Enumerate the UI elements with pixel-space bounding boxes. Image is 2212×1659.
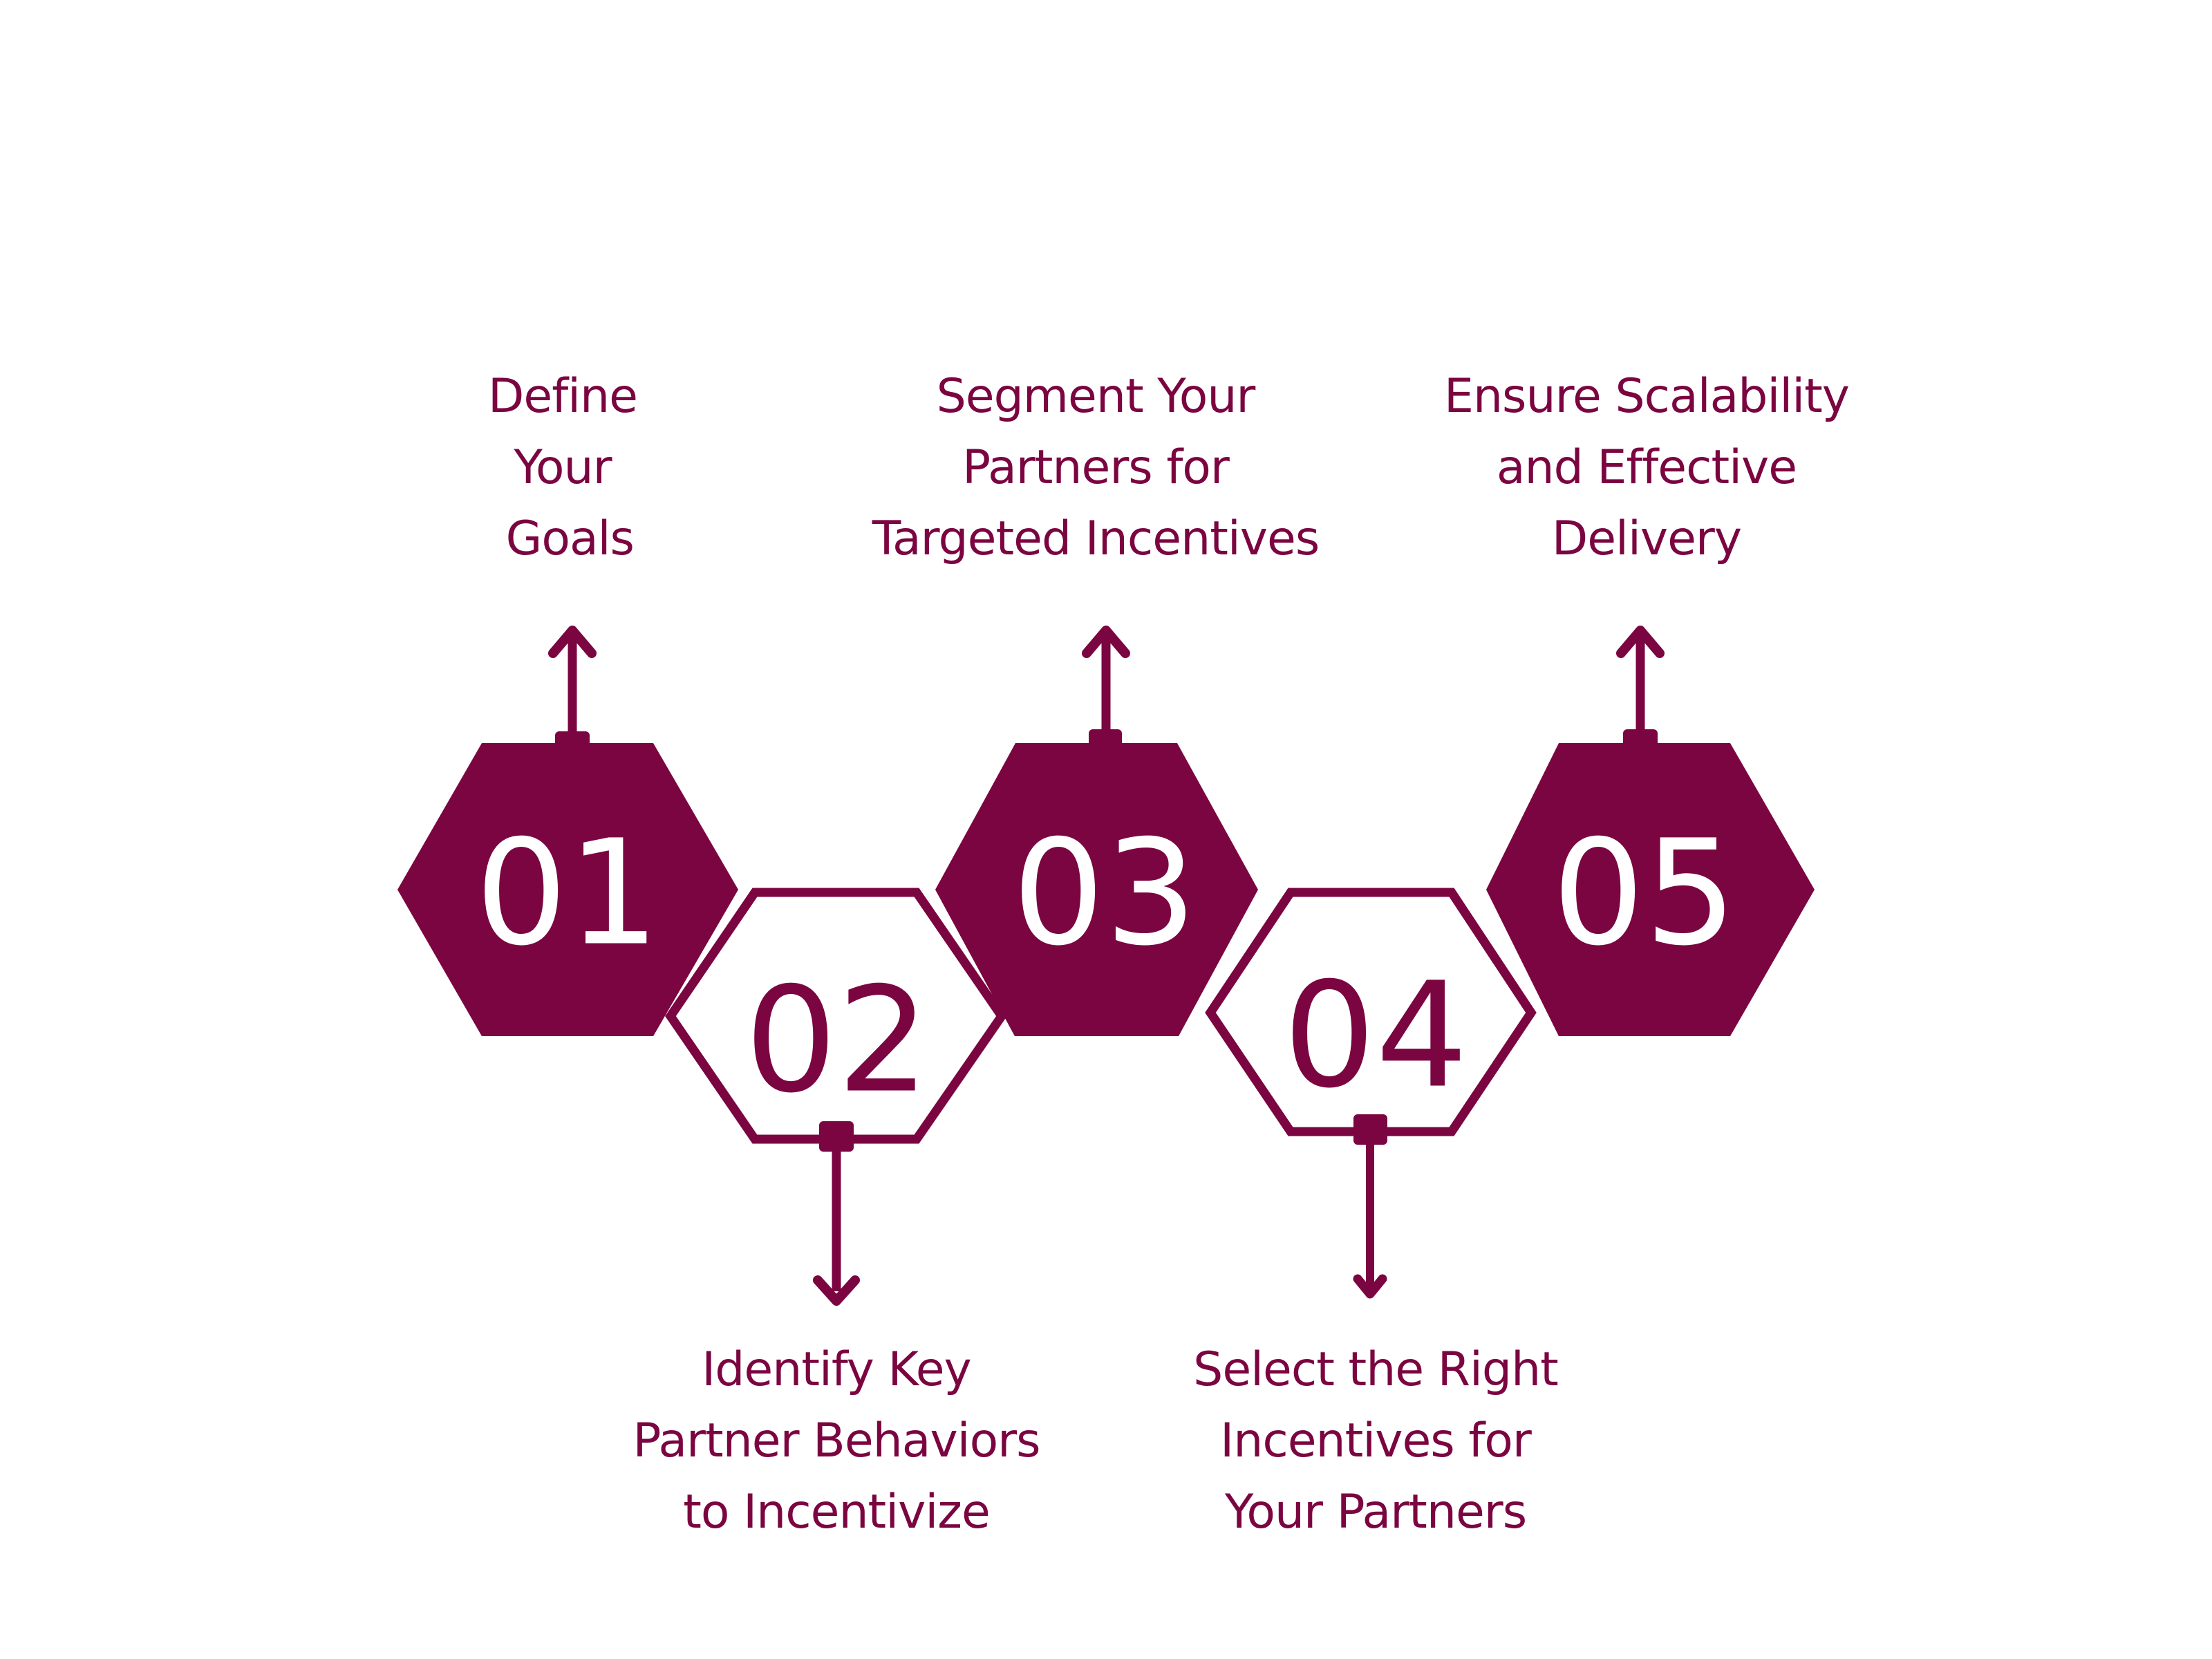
step-label-line: Delivery bbox=[1551, 512, 1742, 566]
step-label-line: Incentives for bbox=[1220, 1414, 1532, 1468]
step-label-line: Ensure Scalability bbox=[1443, 369, 1850, 424]
step-01: 01 bbox=[397, 626, 738, 1036]
step-label-line: Targeted Incentives bbox=[872, 512, 1320, 566]
step-label-line: to Incentivize bbox=[683, 1485, 991, 1539]
arrow-up-icon bbox=[1082, 626, 1130, 747]
step-label-line: Define bbox=[488, 369, 638, 424]
step-label-05: Ensure Scalability and Effective Deliver… bbox=[1370, 361, 1923, 574]
step-label-line: Partner Behaviors bbox=[632, 1414, 1040, 1468]
hexagon-outlined-04 bbox=[1205, 888, 1537, 1136]
hexagon-filled-03 bbox=[935, 743, 1258, 1036]
step-label-01: Define Your Goals bbox=[286, 361, 839, 574]
hexagon-outlined-02 bbox=[665, 888, 1007, 1144]
arrow-down-icon bbox=[813, 1121, 860, 1306]
step-label-line: Segment Your bbox=[936, 369, 1256, 424]
step-label-03: Segment Your Partners for Targeted Incen… bbox=[819, 361, 1372, 574]
arrow-up-icon bbox=[548, 626, 597, 748]
arrow-down-icon bbox=[1353, 1114, 1387, 1299]
step-number-04: 04 bbox=[1283, 951, 1468, 1121]
step-02: 02 bbox=[665, 888, 1007, 1306]
hexagon-filled-01 bbox=[397, 743, 738, 1036]
step-05: 05 bbox=[1486, 626, 1815, 1036]
step-number-03: 03 bbox=[1012, 809, 1197, 978]
step-number-02: 02 bbox=[744, 956, 929, 1125]
step-label-line: Your Partners bbox=[1224, 1485, 1527, 1539]
hexagon-filled-05 bbox=[1486, 743, 1815, 1036]
step-number-05: 05 bbox=[1552, 809, 1736, 978]
arrow-up-icon bbox=[1616, 626, 1665, 747]
step-number-01: 01 bbox=[475, 809, 659, 978]
step-label-02: Identify Key Partner Behaviors to Incent… bbox=[560, 1334, 1113, 1548]
step-label-04: Select the Right Incentives for Your Par… bbox=[1099, 1334, 1652, 1548]
step-label-line: Goals bbox=[491, 512, 635, 566]
step-label-line: Identify Key bbox=[702, 1342, 972, 1397]
step-03: 03 bbox=[935, 626, 1258, 1036]
step-label-line: Your bbox=[514, 440, 612, 495]
step-label-line: and Effective bbox=[1496, 440, 1797, 495]
step-04: 04 bbox=[1205, 888, 1537, 1299]
step-label-line: Select the Right bbox=[1193, 1342, 1559, 1397]
step-label-line: Partners for bbox=[962, 440, 1230, 495]
